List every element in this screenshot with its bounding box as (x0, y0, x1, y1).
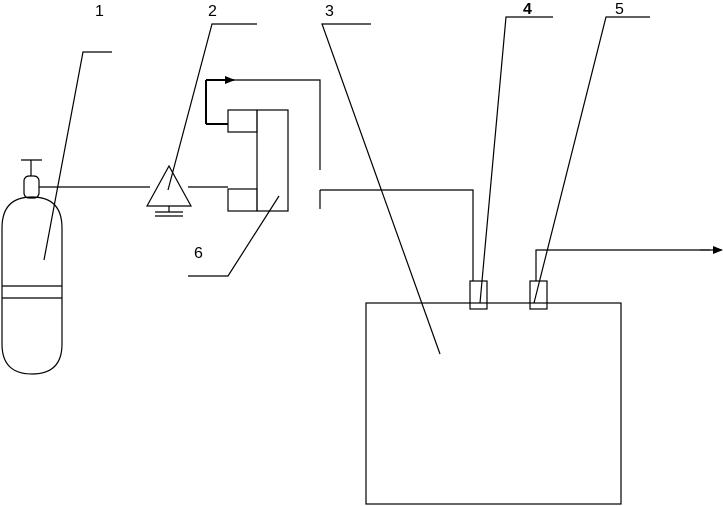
label-6: 6 (194, 245, 203, 262)
label-4: 4 (523, 1, 532, 18)
inlet-port (469, 280, 488, 310)
container-box (365, 302, 622, 505)
label-1: 1 (95, 3, 104, 20)
pressure-regulator (145, 164, 193, 217)
outlet-port (529, 246, 723, 310)
label-3: 3 (325, 3, 334, 20)
leader-lines (43, 16, 650, 355)
label-5: 5 (615, 1, 624, 18)
flowmeter (205, 76, 289, 212)
label-2: 2 (208, 3, 217, 20)
pipe (234, 79, 474, 281)
gas-cylinder (1, 159, 63, 375)
